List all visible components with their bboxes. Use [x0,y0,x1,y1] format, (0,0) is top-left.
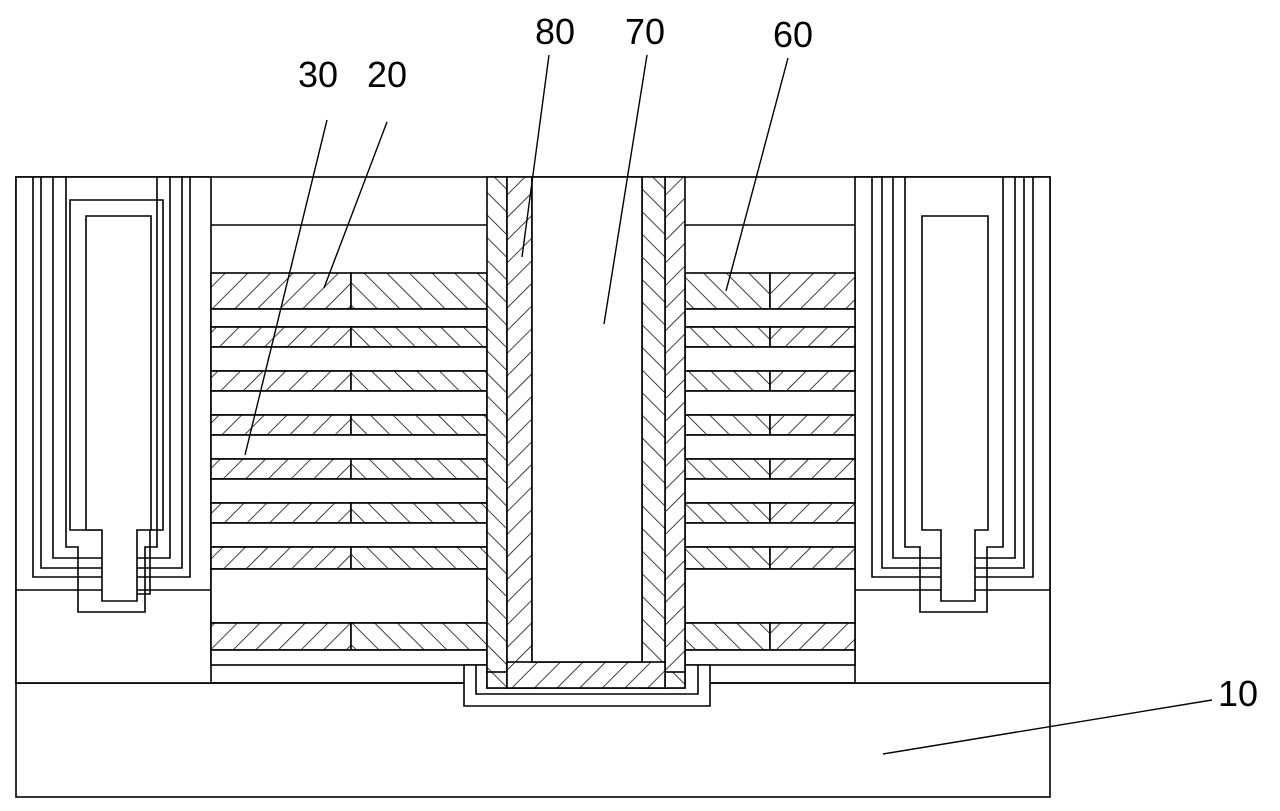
left-peripheral-structure [15,176,212,684]
right-layer-stack [684,272,856,666]
label-60: 60 [773,14,813,55]
label-30: 30 [298,54,338,95]
channel-liner-80 [506,176,666,689]
leader-lines [244,54,1213,755]
label-20: 20 [367,54,407,95]
left-layer-stack [210,272,488,666]
label-70: 70 [625,11,665,52]
label-10: 10 [1218,673,1258,714]
right-peripheral-structure [854,176,1051,684]
channel-core-70 [531,176,643,663]
label-80: 80 [535,11,575,52]
